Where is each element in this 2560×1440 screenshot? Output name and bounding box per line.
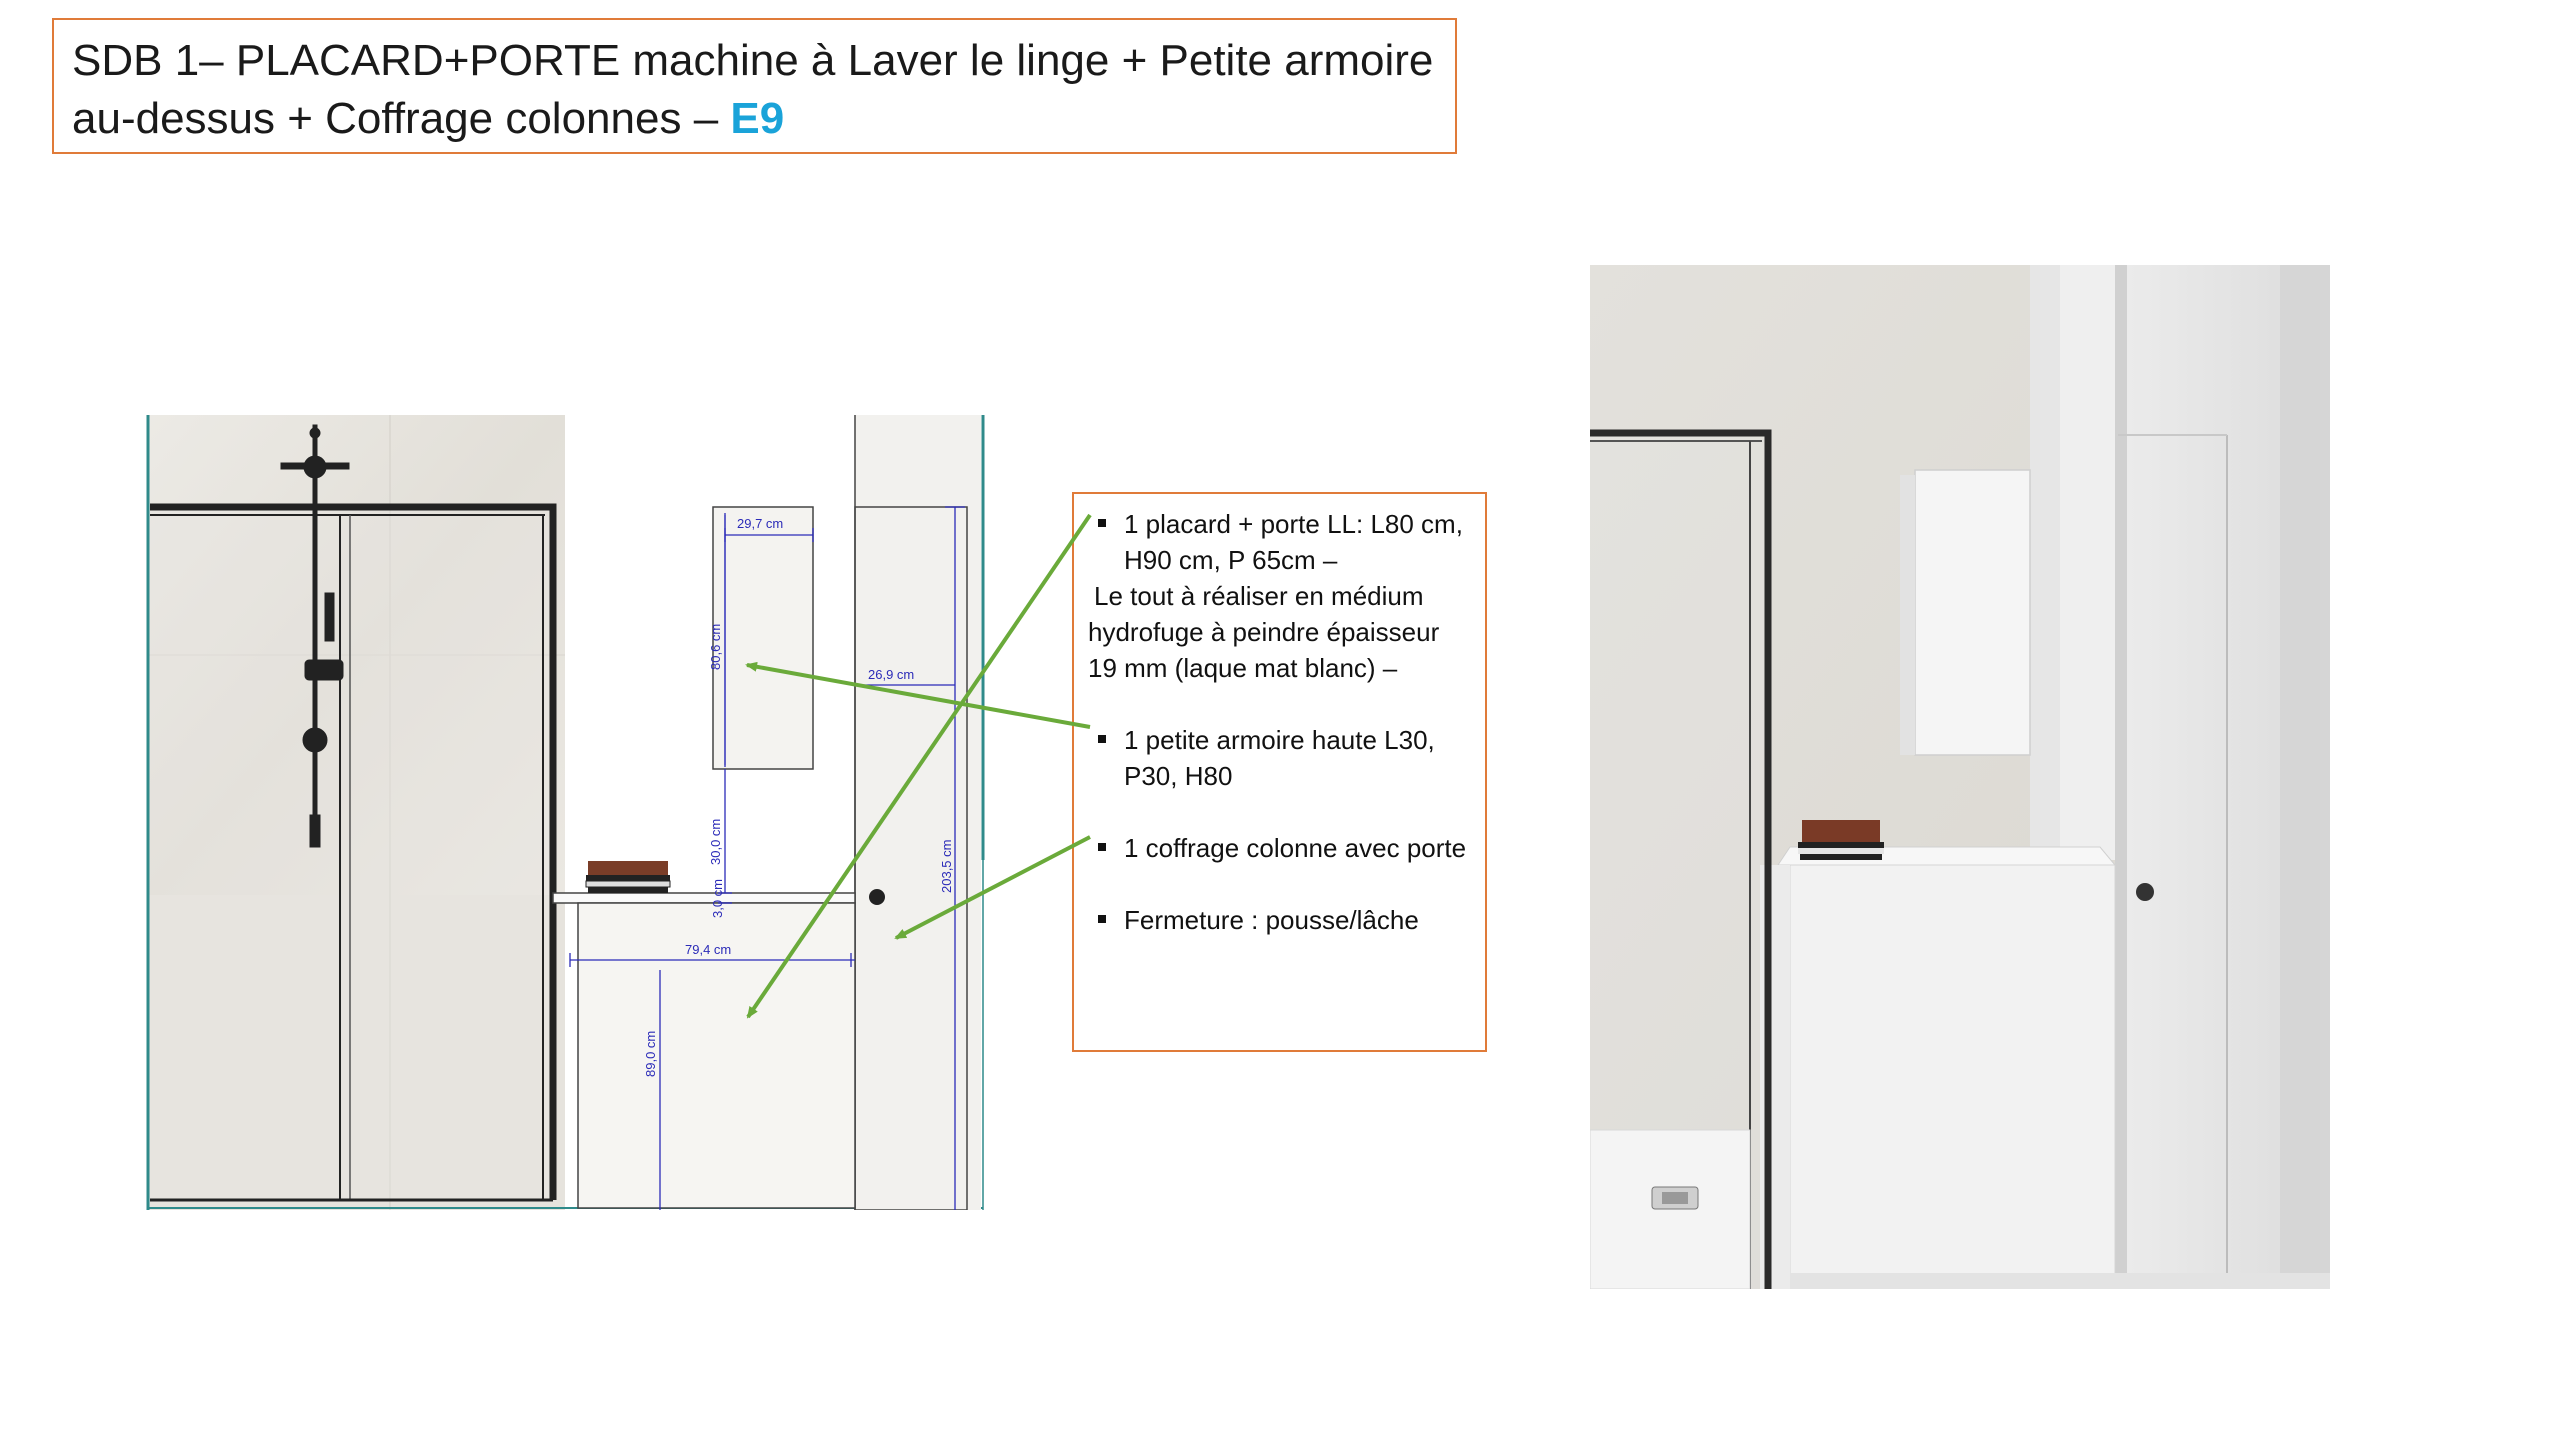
dim-cabinet-height: 80,6 cm <box>708 624 723 670</box>
bullet-icon <box>1098 735 1106 743</box>
render-view <box>1590 265 2330 1289</box>
title-line-1: SDB 1– PLACARD+PORTE machine à Laver le … <box>72 36 1434 85</box>
title-box: SDB 1– PLACARD+PORTE machine à Laver le … <box>52 18 1457 154</box>
title-code: E9 <box>730 94 785 143</box>
title-line-2-text: au-dessus + Coffrage colonnes – <box>72 94 719 143</box>
dim-cabinet-width: 29,7 cm <box>737 516 783 531</box>
dim-top-thickness: 3,0 cm <box>710 879 725 918</box>
column-boxing <box>854 415 981 1210</box>
note-item-wall-cabinet-text: 1 petite armoire haute L30, P30, H80 <box>1124 725 1435 791</box>
dim-column-height: 203,5 cm <box>939 840 954 893</box>
render-shower <box>1590 429 1772 1289</box>
bullet-icon <box>1098 915 1106 923</box>
note-item-placard: 1 placard + porte LL: L80 cm, H90 cm, P … <box>1088 506 1471 578</box>
wall-cabinet <box>712 506 814 770</box>
render-wall-cabinet <box>1900 469 2031 756</box>
note-item-wall-cabinet: 1 petite armoire haute L30, P30, H80 <box>1088 722 1471 794</box>
dim-gap-height: 30,0 cm <box>708 819 723 865</box>
elevation-plan: 29,7 cm 80,6 cm 26,9 cm 30,0 cm 3,0 cm 2… <box>146 415 985 1210</box>
title-line-2: au-dessus + Coffrage colonnes – E9 <box>72 90 1437 148</box>
note-item-column: 1 coffrage colonne avec porte <box>1088 830 1471 866</box>
dim-placard-height: 89,0 cm <box>643 1031 658 1077</box>
note-item-closing: Fermeture : pousse/lâche <box>1088 902 1471 938</box>
note-item-closing-text: Fermeture : pousse/lâche <box>1124 905 1419 935</box>
push-latch-knob <box>869 889 885 905</box>
shower-enclosure <box>150 503 557 1202</box>
note-item-placard-text: 1 placard + porte LL: L80 cm, H90 cm, P … <box>1124 509 1463 575</box>
render-placard <box>1760 846 2117 1289</box>
books-decor <box>585 861 671 893</box>
note-item-column-text: 1 coffrage colonne avec porte <box>1124 833 1467 863</box>
dim-placard-width: 79,4 cm <box>685 942 731 957</box>
bullet-icon <box>1098 519 1106 527</box>
render-push-knob <box>2136 883 2154 901</box>
note-item-placard-detail: Le tout à réaliser en médium hydrofuge à… <box>1088 581 1440 683</box>
bullet-icon <box>1098 843 1106 851</box>
shower-column <box>280 424 350 848</box>
placard-lower <box>552 892 856 1209</box>
render-books <box>1798 820 1884 860</box>
dim-column-width: 26,9 cm <box>868 667 914 682</box>
notes-box: 1 placard + porte LL: L80 cm, H90 cm, P … <box>1072 492 1487 1052</box>
